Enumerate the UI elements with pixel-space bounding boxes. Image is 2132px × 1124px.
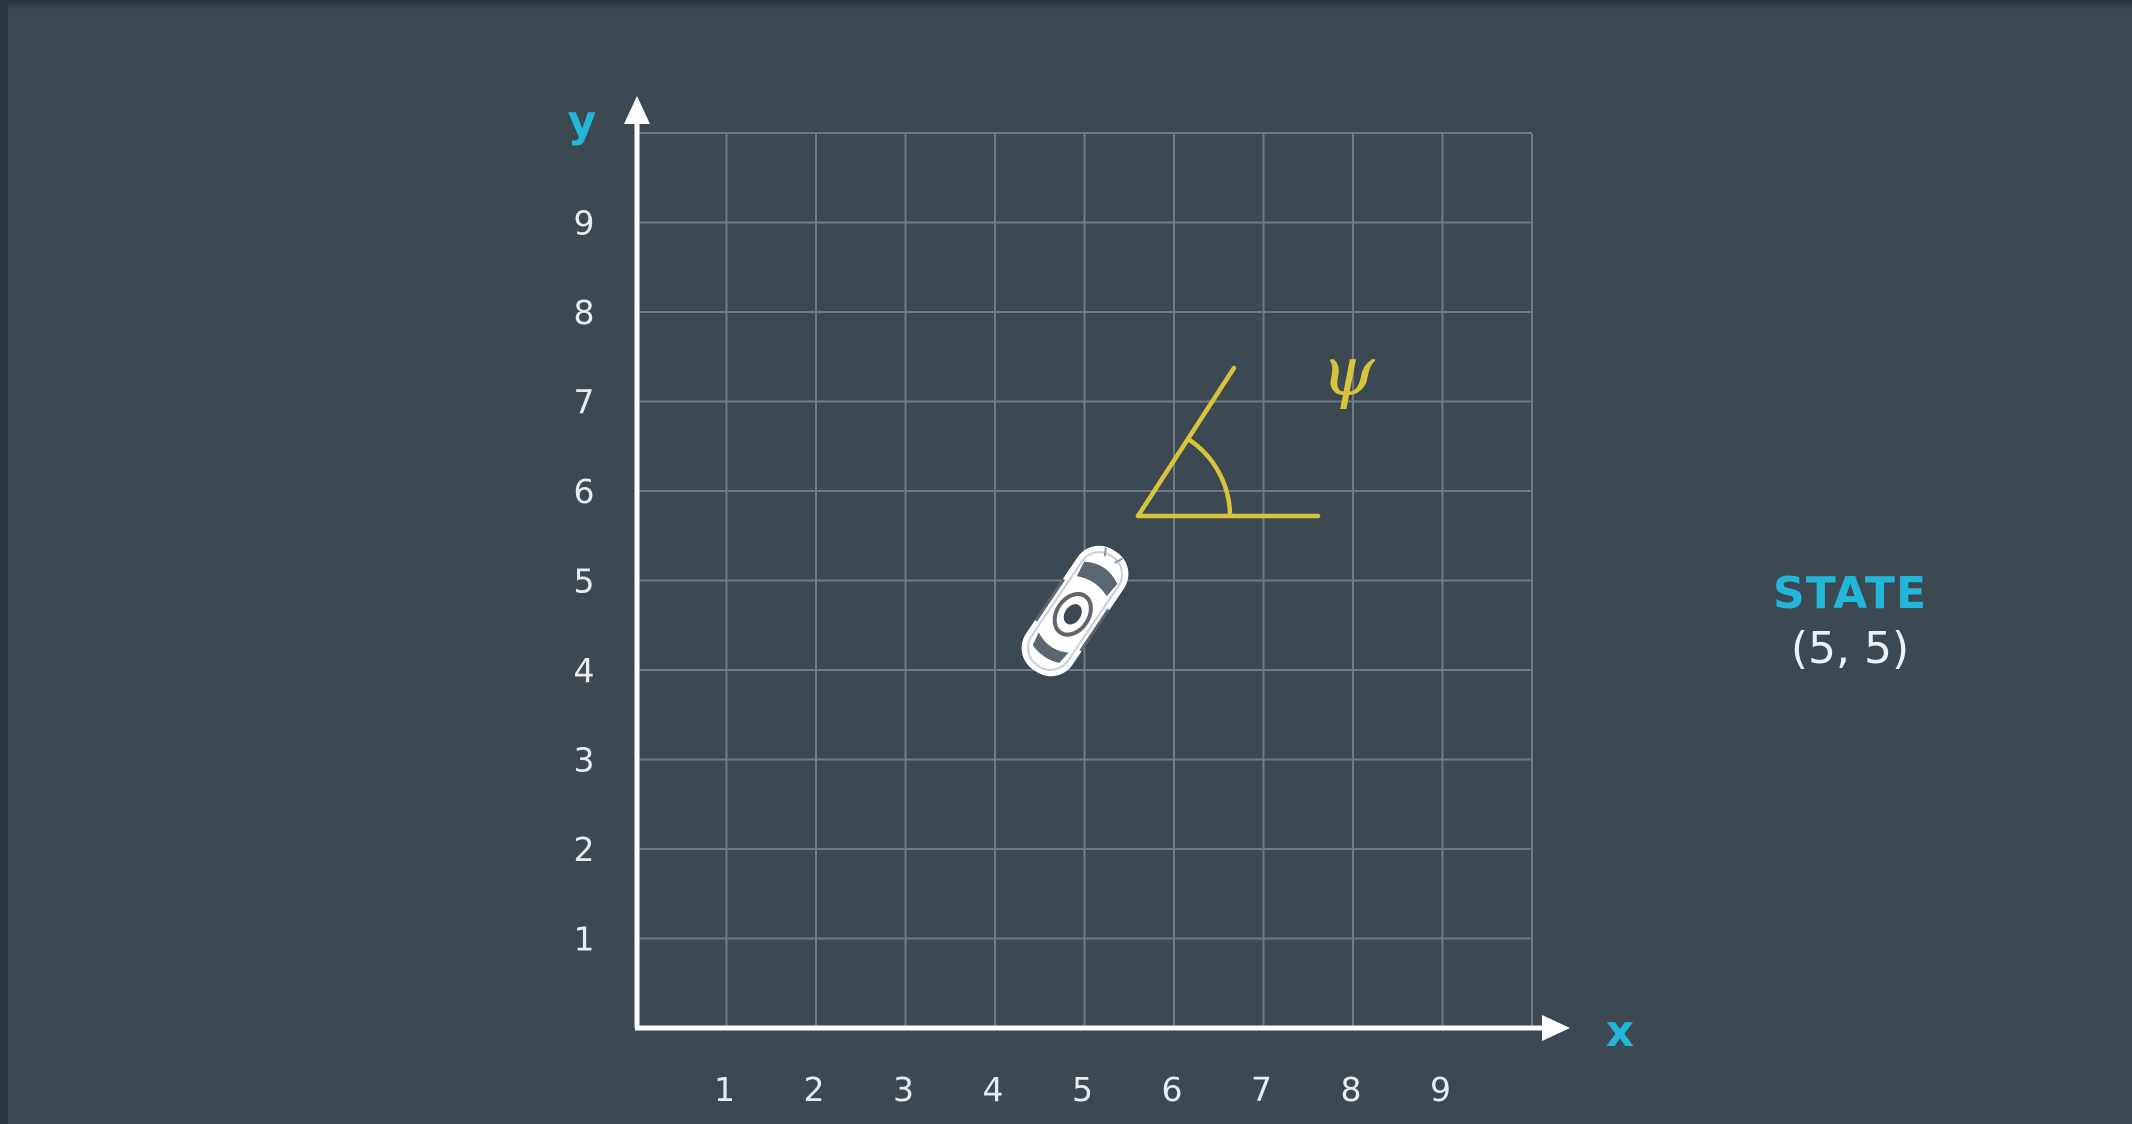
y-axis-label: y — [568, 96, 597, 147]
state-value: (5, 5) — [1790, 623, 1910, 674]
x-tick-label: 8 — [1341, 1070, 1362, 1109]
y-tick-label: 4 — [574, 651, 595, 690]
y-tick-label: 8 — [574, 293, 595, 332]
y-tick-label: 7 — [574, 383, 595, 422]
y-tick-label: 5 — [574, 562, 595, 601]
x-tick-labels: 1 2 3 4 5 6 7 8 9 — [714, 1070, 1451, 1109]
heading-line — [1135, 365, 1237, 519]
x-tick-label: 5 — [1072, 1070, 1093, 1109]
y-axis-arrow-icon — [624, 96, 650, 124]
x-tick-label: 2 — [804, 1070, 825, 1109]
x-tick-label: 9 — [1430, 1070, 1451, 1109]
x-tick-label: 1 — [714, 1070, 735, 1109]
y-tick-label: 1 — [574, 920, 595, 959]
x-tick-label: 6 — [1162, 1070, 1183, 1109]
car-icon — [1021, 545, 1129, 677]
y-tick-label: 2 — [574, 830, 595, 869]
x-tick-label: 7 — [1251, 1070, 1272, 1109]
y-tick-labels: 1 2 3 4 5 6 7 8 9 — [574, 204, 595, 959]
x-axis-arrow-icon — [1542, 1015, 1570, 1041]
y-tick-label: 3 — [574, 741, 595, 780]
y-tick-label: 9 — [574, 204, 595, 243]
y-tick-label: 6 — [574, 472, 595, 511]
x-tick-label: 4 — [983, 1070, 1004, 1109]
x-axis-label: x — [1606, 1006, 1634, 1057]
y-axis — [624, 96, 650, 1028]
heading-angle-marker — [1135, 365, 1321, 519]
grid-lines — [637, 132, 1533, 1028]
x-axis — [635, 1015, 1570, 1041]
angle-arc — [1186, 437, 1233, 517]
x-tick-label: 3 — [893, 1070, 914, 1109]
state-panel: STATE (5, 5) — [1750, 567, 1950, 677]
psi-symbol: ψ — [1321, 333, 1375, 412]
state-title: STATE — [1773, 568, 1927, 619]
